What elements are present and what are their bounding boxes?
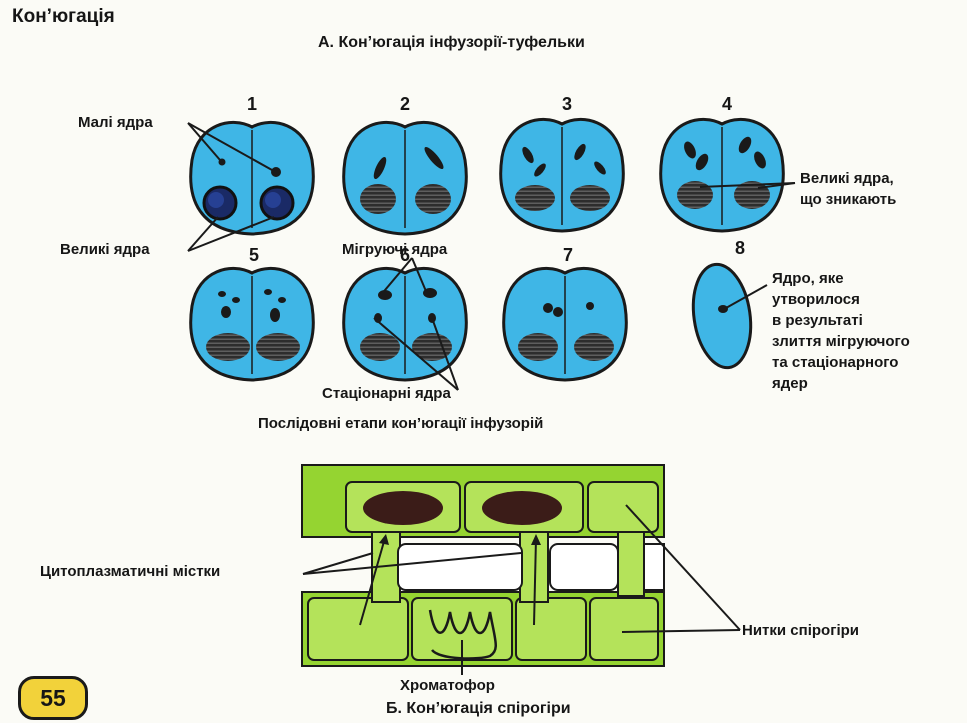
fused-nucleus (718, 305, 728, 313)
fused-nucleus-label-2: утворилося (772, 291, 860, 308)
large-nuclei-label: Великі ядра (60, 241, 150, 258)
vanishing-nuclei-label-line2: що зникають (800, 191, 897, 208)
chromatophore-label: Хроматофор (400, 677, 495, 694)
page-title: Кон’югація (12, 6, 115, 27)
spirogyra-threads-label: Нитки спірогіри (742, 622, 859, 639)
stage-number: 1 (247, 94, 258, 114)
spirogyra-diagram (301, 464, 665, 667)
stages-caption: Послідовні етапи кон’югації інфузорій (258, 415, 544, 432)
small-nuclei-label: Малі ядра (78, 114, 153, 131)
pointer-lines-b (302, 504, 741, 675)
stage-number: 8 (735, 238, 746, 258)
fused-nucleus-label-6: ядер (772, 375, 808, 392)
vanishing-nuclei-label-line1: Великі ядра, (800, 170, 894, 187)
stage-8-cell (691, 262, 753, 370)
fused-nucleus-label-1: Ядро, яке (772, 270, 844, 287)
stage-7-cell (502, 266, 628, 382)
stage-5-cell (189, 266, 315, 382)
section-a-subtitle: А. Кон’югація інфузорії-туфельки (318, 34, 585, 51)
stage-number: 2 (400, 94, 411, 114)
stage-number: 5 (249, 245, 260, 265)
stage-number: 3 (562, 94, 573, 114)
cytoplasmic-bridges-label: Цитоплазматичні містки (40, 563, 221, 580)
fused-nucleus-label-5: та стаціонарного (772, 354, 899, 371)
small-nucleus (218, 158, 226, 166)
stage-2-cell (342, 120, 468, 236)
fused-nucleus-label-4: злиття мігруючого (772, 333, 910, 350)
stage-4-cell (659, 117, 785, 233)
stage-number: 4 (722, 94, 733, 114)
stage-number: 6 (400, 245, 411, 265)
pointer-lines-a (187, 122, 796, 391)
small-nucleus (271, 167, 281, 177)
fused-nucleus-label-3: в результаті (772, 312, 863, 329)
stage-1-cell (189, 120, 315, 236)
stage-3-cell (499, 117, 625, 233)
stage-number: 7 (563, 245, 574, 265)
stationary-nuclei-label: Стаціонарні ядра (322, 385, 451, 402)
stage-6-cell (342, 266, 468, 382)
migrating-nuclei-label: Мігруючі ядра (342, 241, 448, 258)
section-b-subtitle: Б. Кон’югація спірогіри (386, 700, 571, 717)
page-number-badge: 55 (18, 676, 88, 720)
